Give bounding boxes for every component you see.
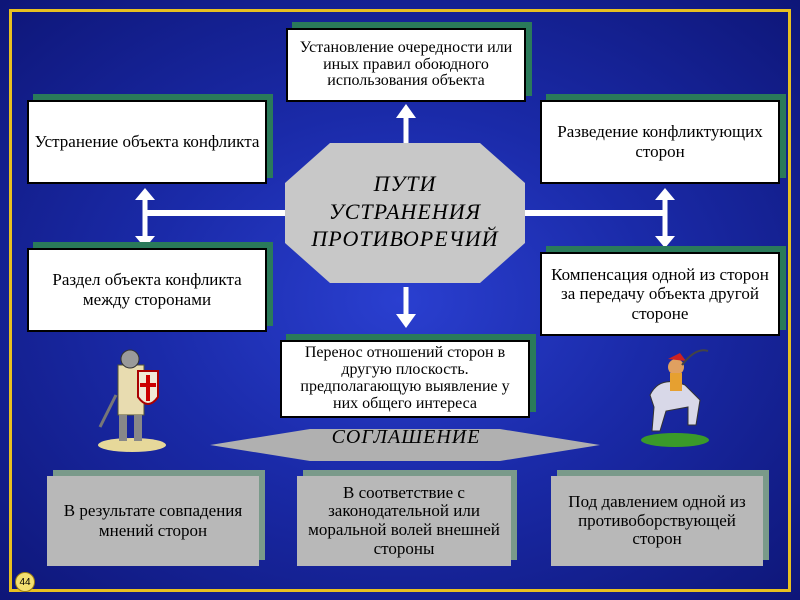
- center-title-line-2: УСТРАНЕНИЯ: [328, 198, 482, 224]
- page-number: 44: [15, 572, 35, 592]
- center-title-line-3: ПРОТИВОРЕЧИЙ: [311, 226, 499, 251]
- box-right-top: Разведение конфликтующих сторон: [540, 100, 780, 184]
- center-octagon: [285, 143, 525, 283]
- center-title-line-1: ПУТИ: [373, 171, 437, 196]
- agreement-banner: [210, 429, 600, 461]
- box-top: Установление очередности или иных правил…: [286, 28, 526, 102]
- horseman-illustration: [641, 349, 709, 447]
- box-left-bottom: Раздел объекта конфликта между сторонами: [27, 248, 267, 332]
- knight-illustration: [98, 349, 166, 452]
- agreement-label: СОГЛАШЕНИЕ: [331, 426, 481, 448]
- box-right-bottom: Компенсация одной из сторон за передачу …: [540, 252, 780, 336]
- outcome-pressure: Под давлением одной из противоборствующе…: [551, 476, 763, 566]
- outcome-mutual-consent: В результате совпадения мнений сторон: [47, 476, 259, 566]
- center-title: ПУТИ УСТРАНЕНИЯ ПРОТИВОРЕЧИЙ: [285, 170, 525, 253]
- box-bottom: Перенос отношений сторон в другую плоско…: [280, 340, 530, 418]
- outcome-external-will: В соответствие с законодательной или мор…: [297, 476, 511, 566]
- slide-frame: [9, 9, 791, 592]
- box-left-top: Устранение объекта конфликта: [27, 100, 267, 184]
